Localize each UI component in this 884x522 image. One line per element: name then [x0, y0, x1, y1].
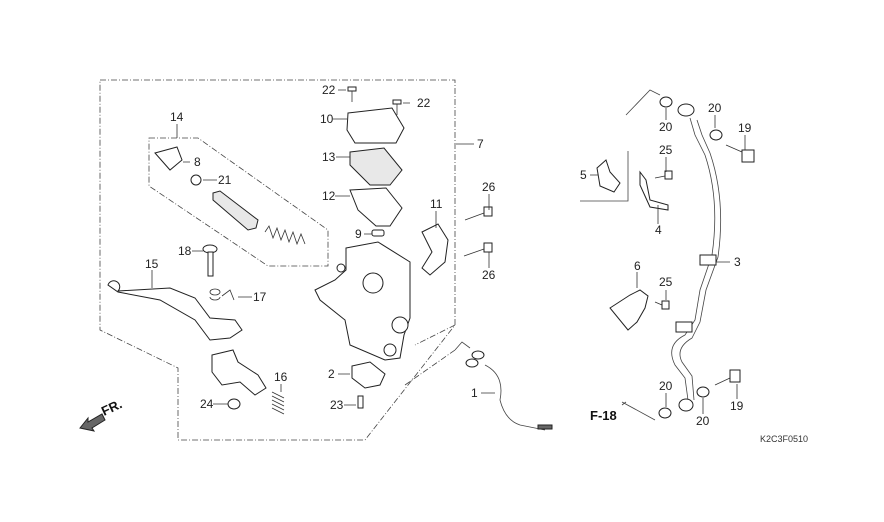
lever-adjuster[interactable] — [211, 349, 267, 396]
front-direction-indicator: FR. — [79, 396, 124, 432]
part-16-spring[interactable] — [271, 391, 285, 415]
callout-22[interactable]: 22 — [322, 83, 336, 97]
part-25-bolt[interactable] — [654, 170, 673, 180]
part-2-stop-switch[interactable] — [351, 361, 386, 389]
part-18-pivot-bolt[interactable] — [202, 244, 218, 277]
callout-19[interactable]: 19 — [738, 121, 752, 135]
part-20-washer[interactable] — [659, 96, 673, 108]
callout-3[interactable]: 3 — [734, 255, 741, 269]
part-6-hose-guide[interactable] — [609, 289, 649, 331]
group-5-outline — [580, 151, 629, 202]
front-arrow-icon — [79, 413, 106, 432]
assembly-7-inner-outline — [404, 324, 456, 386]
part-3-brake-hose[interactable] — [671, 103, 722, 412]
callout-23[interactable]: 23 — [330, 398, 344, 412]
callout-2[interactable]: 2 — [328, 367, 335, 381]
callout-22[interactable]: 22 — [417, 96, 431, 110]
callout-26[interactable]: 26 — [482, 180, 496, 194]
callout-15[interactable]: 15 — [145, 257, 159, 271]
callout-12[interactable]: 12 — [322, 189, 336, 203]
callout-5[interactable]: 5 — [580, 168, 587, 182]
callout-20[interactable]: 20 — [696, 414, 710, 428]
callout-9[interactable]: 9 — [355, 227, 362, 241]
part-20-washer[interactable] — [709, 129, 723, 141]
part-20-washer[interactable] — [658, 407, 672, 419]
part-5-bracket[interactable] — [596, 159, 621, 193]
assembly-14-outline — [148, 137, 329, 267]
part-19-banjo-bolt[interactable] — [714, 369, 741, 386]
callout-1[interactable]: 1 — [471, 386, 478, 400]
callout-4[interactable]: 4 — [655, 223, 662, 237]
callout-20[interactable]: 20 — [659, 379, 673, 393]
reference-f18[interactable]: F-18 — [590, 408, 617, 423]
callout-leaders — [151, 89, 746, 414]
part-15-lever[interactable] — [107, 280, 243, 341]
callout-21[interactable]: 21 — [218, 173, 232, 187]
callout-18[interactable]: 18 — [178, 244, 192, 258]
part-12-diaphragm[interactable] — [349, 187, 403, 227]
callout-25[interactable]: 25 — [659, 143, 673, 157]
switch-ref-line — [454, 341, 471, 351]
callout-24[interactable]: 24 — [200, 397, 214, 411]
part-22-screw[interactable] — [347, 86, 357, 102]
part-24-nut[interactable] — [227, 398, 241, 410]
part-9-float[interactable] — [371, 229, 385, 237]
callout-19[interactable]: 19 — [730, 399, 744, 413]
callout-14[interactable]: 14 — [170, 110, 184, 124]
front-label: FR. — [99, 396, 124, 418]
part-8-boot[interactable] — [154, 146, 183, 171]
callout-8[interactable]: 8 — [194, 155, 201, 169]
diagram-code: K2C3F0510 — [760, 434, 808, 444]
callout-20[interactable]: 20 — [659, 120, 673, 134]
hose-ref-line-top — [625, 89, 661, 116]
part-22-screw[interactable] — [392, 99, 402, 115]
assembly-7-outline — [99, 79, 456, 441]
part-23-screw[interactable] — [357, 395, 364, 409]
part-19-banjo-bolt[interactable] — [725, 144, 755, 163]
callouts: 22 22 10 13 12 9 11 7 14 8 21 18 15 17 1… — [145, 83, 752, 428]
part-25-bolt[interactable] — [654, 300, 670, 310]
part-13-plate[interactable] — [349, 147, 403, 186]
callout-10[interactable]: 10 — [320, 112, 334, 126]
part-20-washer[interactable] — [696, 386, 710, 398]
part-4-clamp[interactable] — [639, 170, 669, 211]
callout-25[interactable]: 25 — [659, 275, 673, 289]
callout-11[interactable]: 11 — [430, 197, 443, 211]
part-10-reservoir-cap[interactable] — [346, 107, 405, 144]
part-21-circlip[interactable] — [190, 174, 202, 186]
callout-16[interactable]: 16 — [274, 370, 288, 384]
piston-spring[interactable] — [264, 225, 306, 246]
callout-26[interactable]: 26 — [482, 268, 496, 282]
part-1-switch-harness[interactable] — [465, 350, 553, 431]
callout-20[interactable]: 20 — [708, 101, 722, 115]
part-11-holder[interactable] — [421, 223, 449, 276]
hose-ref-line-bottom — [621, 401, 656, 421]
part-26-bolt[interactable] — [464, 206, 493, 221]
callout-17[interactable]: 17 — [253, 290, 267, 304]
callout-6[interactable]: 6 — [634, 259, 641, 273]
master-cylinder-body[interactable] — [314, 241, 411, 361]
piston[interactable] — [212, 190, 259, 231]
callout-13[interactable]: 13 — [322, 150, 336, 164]
part-26-bolt[interactable] — [463, 242, 493, 257]
part-17-spring[interactable] — [209, 288, 235, 301]
callout-7[interactable]: 7 — [477, 137, 484, 151]
